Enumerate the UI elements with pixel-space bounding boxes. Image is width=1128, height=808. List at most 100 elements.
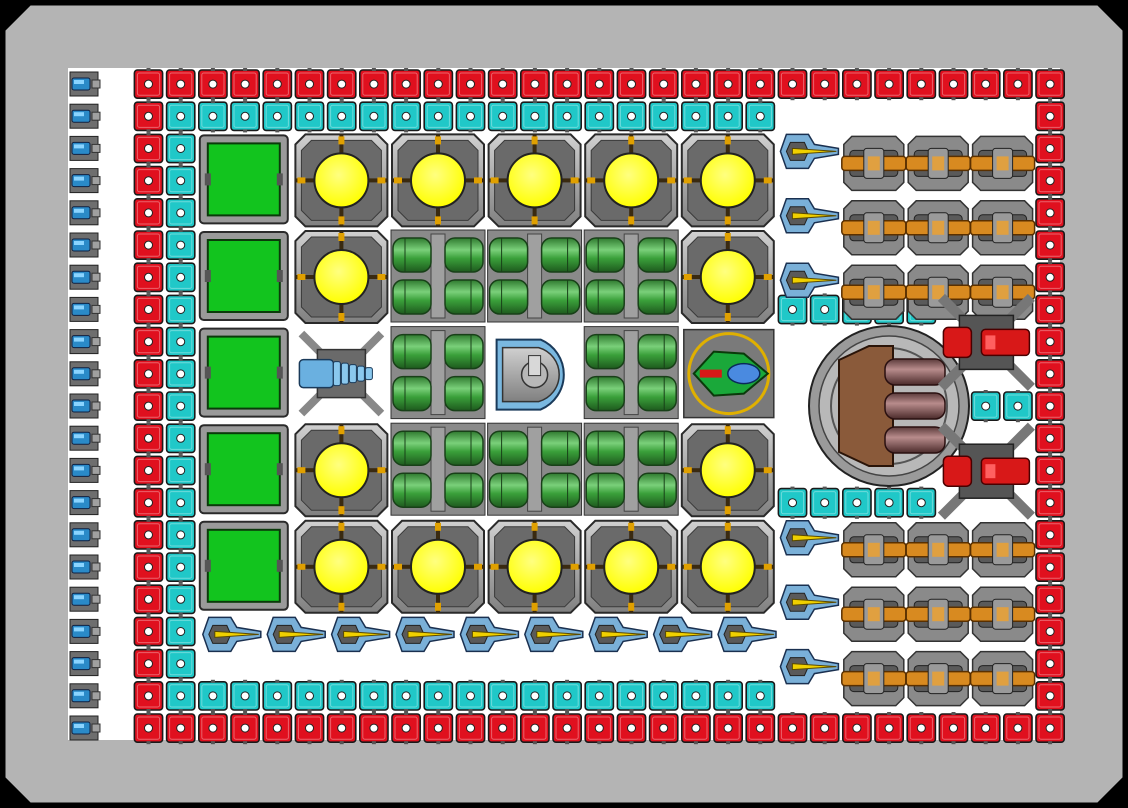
cargo-container[interactable] — [198, 327, 289, 418]
armor-block-reinforced[interactable] — [165, 647, 196, 680]
armor-block[interactable] — [230, 712, 261, 745]
armor-block-reinforced[interactable] — [165, 196, 196, 229]
armor-block-reinforced[interactable] — [809, 486, 840, 519]
engine-nozzle[interactable] — [69, 200, 101, 226]
armor-block[interactable] — [584, 68, 615, 101]
power-reactor[interactable] — [294, 519, 389, 614]
armor-block[interactable] — [616, 68, 647, 101]
armor-block-reinforced[interactable] — [584, 100, 615, 133]
armor-block-reinforced[interactable] — [165, 422, 196, 455]
armor-block[interactable] — [809, 712, 840, 745]
armor-block-reinforced[interactable] — [809, 293, 840, 326]
armor-block[interactable] — [165, 68, 196, 101]
armor-block[interactable] — [487, 68, 518, 101]
armor-block[interactable] — [133, 357, 164, 390]
armor-block[interactable] — [1035, 422, 1066, 455]
power-reactor[interactable] — [584, 519, 679, 614]
engine-nozzle[interactable] — [69, 715, 101, 741]
power-reactor[interactable] — [680, 230, 775, 324]
autocannon[interactable] — [905, 200, 971, 256]
autocannon[interactable] — [841, 586, 907, 642]
armor-block-reinforced[interactable] — [552, 100, 583, 133]
armor-block-reinforced[interactable] — [165, 132, 196, 165]
armor-block[interactable] — [262, 712, 293, 745]
engine-nozzle[interactable] — [69, 361, 101, 387]
armor-block[interactable] — [133, 615, 164, 648]
fuel-tank[interactable] — [487, 229, 583, 323]
armor-block[interactable] — [809, 68, 840, 101]
armor-block[interactable] — [1035, 679, 1066, 712]
armor-block[interactable] — [358, 712, 389, 745]
armor-block[interactable] — [326, 712, 357, 745]
armor-block[interactable] — [1035, 647, 1066, 680]
autocannon[interactable] — [841, 135, 907, 192]
fuel-tank[interactable] — [390, 422, 486, 516]
power-reactor[interactable] — [487, 133, 582, 228]
armor-block-reinforced[interactable] — [616, 679, 647, 712]
armor-block[interactable] — [777, 712, 808, 745]
engine-nozzle[interactable] — [69, 103, 101, 129]
engine-nozzle[interactable] — [69, 586, 101, 612]
armor-block[interactable] — [133, 196, 164, 229]
armor-block-reinforced[interactable] — [391, 679, 422, 712]
autocannon[interactable] — [969, 264, 1036, 320]
armor-block[interactable] — [133, 261, 164, 294]
armor-block[interactable] — [745, 68, 776, 101]
armor-block[interactable] — [680, 712, 711, 745]
engine-nozzle[interactable] — [69, 135, 101, 161]
armor-block[interactable] — [133, 583, 164, 616]
power-reactor[interactable] — [391, 133, 485, 228]
armor-block[interactable] — [906, 712, 937, 745]
armor-block[interactable] — [133, 229, 164, 262]
armor-block[interactable] — [133, 679, 164, 712]
armor-block-reinforced[interactable] — [487, 679, 518, 712]
armor-block[interactable] — [133, 454, 164, 487]
engine-nozzle[interactable] — [69, 264, 101, 290]
laser-turret[interactable] — [779, 198, 840, 234]
armor-block-reinforced[interactable] — [552, 679, 583, 712]
armor-block[interactable] — [262, 68, 293, 101]
armor-block-reinforced[interactable] — [906, 486, 937, 519]
engine-nozzle[interactable] — [69, 296, 101, 322]
armor-block[interactable] — [133, 551, 164, 584]
armor-block[interactable] — [133, 68, 164, 101]
armor-block[interactable] — [294, 712, 325, 745]
armor-block-reinforced[interactable] — [165, 100, 196, 133]
armor-block-reinforced[interactable] — [165, 261, 196, 294]
power-reactor[interactable] — [584, 133, 679, 228]
armor-block[interactable] — [326, 68, 357, 101]
armor-block[interactable] — [1002, 712, 1033, 745]
armor-block[interactable] — [230, 68, 261, 101]
armor-block[interactable] — [133, 164, 164, 197]
ship-computer[interactable] — [490, 329, 579, 418]
armor-block[interactable] — [1035, 486, 1066, 519]
cargo-container[interactable] — [198, 134, 289, 225]
armor-block[interactable] — [1035, 325, 1066, 358]
armor-block-reinforced[interactable] — [584, 679, 615, 712]
autocannon[interactable] — [969, 200, 1036, 256]
armor-block-reinforced[interactable] — [777, 293, 808, 326]
armor-block[interactable] — [1035, 68, 1066, 101]
armor-block[interactable] — [133, 712, 164, 745]
armor-block-reinforced[interactable] — [165, 486, 196, 519]
armor-block[interactable] — [584, 712, 615, 745]
armor-block[interactable] — [133, 100, 164, 133]
laser-turret[interactable] — [588, 616, 648, 653]
armor-block[interactable] — [1035, 357, 1066, 390]
armor-block[interactable] — [1035, 293, 1066, 326]
armor-block-reinforced[interactable] — [165, 390, 196, 423]
armor-block[interactable] — [1035, 518, 1066, 551]
autocannon[interactable] — [841, 264, 907, 320]
autocannon[interactable] — [841, 522, 907, 578]
autocannon[interactable] — [841, 200, 907, 256]
autocannon[interactable] — [969, 135, 1036, 192]
missile-launcher[interactable] — [937, 293, 1035, 391]
power-reactor[interactable] — [294, 133, 389, 228]
armor-block[interactable] — [133, 293, 164, 326]
armor-block[interactable] — [391, 712, 422, 745]
armor-block[interactable] — [938, 712, 969, 745]
fuel-tank[interactable] — [583, 422, 679, 516]
armor-block[interactable] — [1035, 261, 1066, 294]
